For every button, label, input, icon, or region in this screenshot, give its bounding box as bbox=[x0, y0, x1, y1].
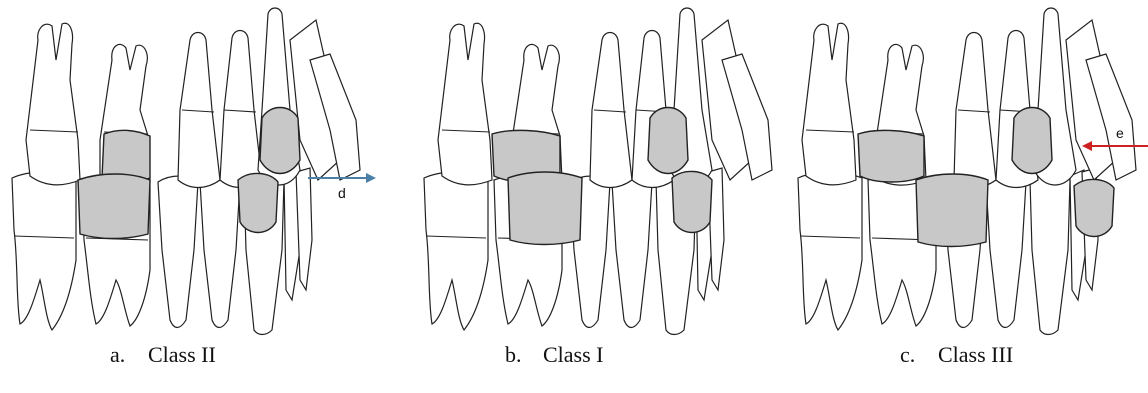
lower-first-molar-shaded bbox=[508, 172, 582, 245]
upper-canine-shaded bbox=[260, 108, 300, 174]
caption-class-i: b.Class I bbox=[505, 342, 604, 368]
lower-canine-shaded bbox=[238, 173, 278, 232]
panel-class-iii: e bbox=[798, 8, 1148, 335]
lower-first-molar-shaded bbox=[916, 174, 988, 247]
upper-canine-shaded bbox=[1012, 108, 1052, 174]
caption-class-iii: c.Class III bbox=[900, 342, 1013, 368]
caption-letter: b. bbox=[505, 342, 543, 368]
upper-first-molar-shaded bbox=[858, 130, 924, 182]
caption-class-ii: a.Class II bbox=[110, 342, 216, 368]
caption-letter: c. bbox=[900, 342, 938, 368]
lower-canine-shaded bbox=[672, 171, 712, 232]
lower-canine-shaded bbox=[1074, 179, 1114, 236]
panel-class-i bbox=[424, 8, 772, 335]
upper-canine-shaded bbox=[648, 108, 688, 174]
arrow-d-head bbox=[366, 173, 376, 183]
panel-class-ii: d bbox=[12, 8, 376, 335]
caption-label: Class I bbox=[543, 342, 604, 367]
caption-label: Class II bbox=[148, 342, 216, 367]
arrow-d-label: d bbox=[338, 185, 346, 201]
lower-first-molar-shaded bbox=[78, 174, 150, 239]
arrow-e-label: e bbox=[1116, 125, 1124, 141]
caption-label: Class III bbox=[938, 342, 1013, 367]
caption-letter: a. bbox=[110, 342, 148, 368]
